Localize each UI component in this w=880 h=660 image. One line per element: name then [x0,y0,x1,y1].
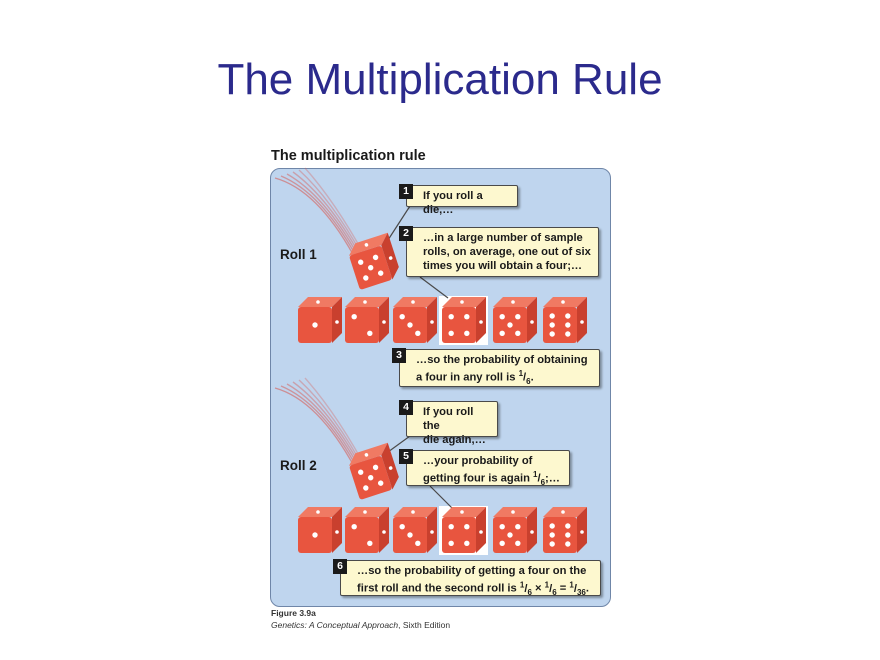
callout-5-line-1: …your probability of [423,455,533,467]
callout-2: 2 …in a large number of sample rolls, on… [399,226,599,277]
die-face-4 [442,297,486,343]
callout-6-number: 6 [333,559,347,574]
die-face-2 [345,507,389,553]
callout-5-frac-num: 1 [533,470,538,479]
die-face-5 [493,507,537,553]
operator: = [556,582,570,595]
callout-pointer [419,276,449,299]
die-face-1 [298,297,342,343]
dice-row-roll-2 [298,507,587,553]
callout-2-line-3: times you will obtain a four;… [423,260,583,272]
motion-trail-line [280,175,359,260]
die-face-5 [493,297,537,343]
callout-3-line-2: a four in any roll is 1/6. [416,369,534,386]
tumbling-dice [348,232,399,500]
callout-5-line-2: getting four is again 1/6;… [423,470,560,487]
callout-pointers [387,205,453,509]
tumbling-die-face [348,232,399,290]
callout-5-frac-den: 6 [540,477,546,487]
die-face-1 [298,507,342,553]
tumbling-die-1 [348,232,399,290]
figure-caption-source: Genetics: A Conceptual Approach, Sixth E… [271,620,451,630]
die-face-4 [442,507,486,553]
die-face-6 [543,507,587,553]
callout-6-line-2: first roll and the second roll is 1/6 × … [357,580,589,597]
callout-4-number: 4 [399,400,413,415]
fraction: 1/36 [569,580,586,597]
figure-heading: The multiplication rule [271,148,426,164]
tumbling-die-2 [348,442,399,500]
dice-row-roll-1 [298,297,587,343]
callout-4-line-2: die again,… [423,434,486,446]
die-face-6 [543,297,587,343]
callout-3: 3 …so the probability of obtaining a fou… [392,348,600,387]
callout-2-line-2: rolls, on average, one out of six [423,246,591,258]
callout-3-frac-num: 1 [518,369,524,378]
callout-6: 6 …so the probability of getting a four … [333,559,601,597]
callout-pointer [387,205,411,241]
callout-1-text: If you roll a die,… [423,190,483,216]
callout-3-line-1: …so the probability of obtaining [416,354,588,366]
callout-5-number: 5 [399,449,413,464]
callout-3-number: 3 [392,348,406,363]
motion-trails [274,167,371,476]
slide-title: The Multiplication Rule [217,55,663,104]
callout-3-frac-den: 6 [526,376,531,386]
callout-5: 5 …your probability of getting four is a… [399,449,570,487]
operator: × [531,582,545,595]
callout-4-line-1: If you roll the [423,406,474,432]
callout-pointer [387,435,411,453]
die-face-2 [345,297,389,343]
callout-6-line-1: …so the probability of getting a four on… [357,565,587,577]
callout-2-number: 2 [399,226,413,241]
callout-6-expression: 1/6 × 1/6 = 1/36 [519,580,586,597]
motion-trail-line [280,385,359,470]
fraction: 1/6 [519,580,532,597]
fraction: 1/6 [544,580,557,597]
tumbling-die-face [348,442,399,500]
motion-trail-line [274,177,356,259]
callout-1: 1 If you roll a die,… [399,184,518,216]
callout-2-line-1: …in a large number of sample [423,232,583,244]
motion-trail-line [274,387,356,469]
roll-2-label: Roll 2 [280,458,317,473]
die-face-3 [393,297,437,343]
callout-4: 4 If you roll the die again,… [399,400,498,446]
callout-1-number: 1 [399,184,413,199]
callout-pointer [429,485,453,509]
die-face-3 [393,507,437,553]
figure-caption-number: Figure 3.9a [271,608,316,618]
roll-1-label: Roll 1 [280,247,317,262]
